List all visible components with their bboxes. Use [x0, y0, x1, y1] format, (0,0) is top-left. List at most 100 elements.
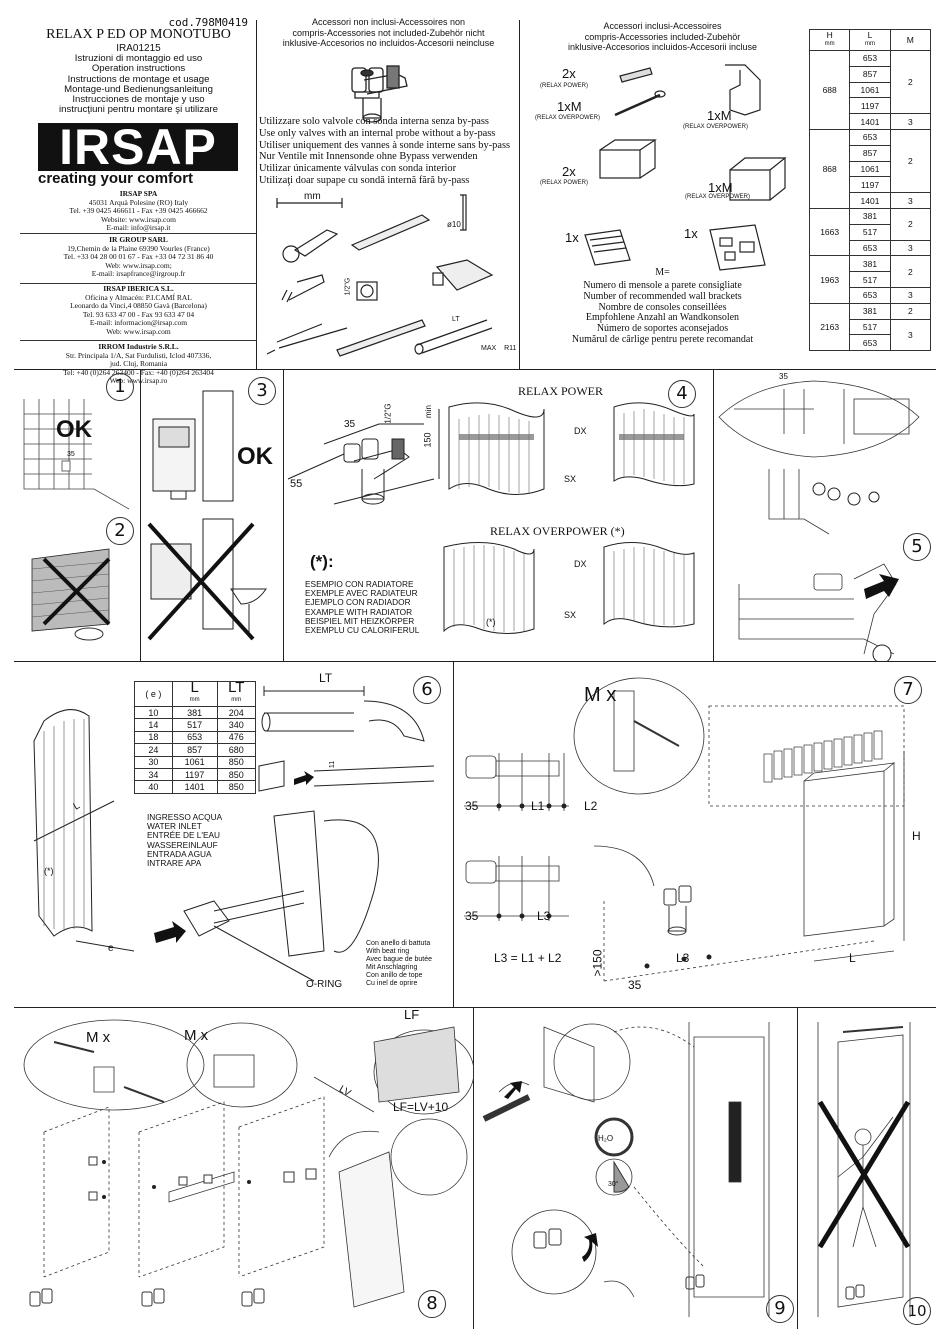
lt-dim: LT — [319, 671, 333, 685]
d35-a: 35 — [465, 799, 479, 813]
step-number-9: 9 — [766, 1295, 794, 1323]
l2-label: L2 — [584, 799, 598, 813]
mx-label-1: M x — [86, 1029, 111, 1046]
l3-label-2: L3 — [676, 951, 690, 965]
row-divider — [14, 661, 936, 662]
mx-label: M x — [584, 684, 617, 706]
step-1-2-panel: 1 2 OK 35 — [14, 369, 141, 661]
step-number-7: 7 — [894, 676, 922, 704]
document-code-2: IRA01215 — [116, 43, 161, 54]
item-qty-2: 1xM — [557, 99, 582, 114]
item-qty-7: 1x — [684, 226, 698, 241]
step-number-2: 2 — [106, 517, 134, 545]
step-number-3: 3 — [248, 377, 276, 405]
divider — [20, 283, 257, 284]
d35-b: 35 — [465, 909, 479, 923]
item-qty-5: 1xM — [708, 180, 733, 195]
header-panel: cod.798M0419 RELAX P ED OP MONOTUBO IRA0… — [20, 16, 257, 385]
dim-55: 55 — [290, 478, 303, 490]
radiator-example-list: ESEMPIO CON RADIATORE EXEMPLE AVEC RADIA… — [305, 579, 420, 636]
step-number-4: 4 — [668, 380, 696, 408]
company-iberica: IRSAP IBERICA S.L. Oficina y Almacén: P.… — [70, 284, 207, 336]
dx-label-2: DX — [574, 559, 587, 569]
item-note-1: (RELAX POWER) — [540, 83, 589, 89]
valve-notes: Utilizzare solo valvole con sonda intern… — [259, 116, 511, 186]
divider — [20, 233, 257, 234]
divider — [20, 340, 257, 341]
sx-label-2: SX — [564, 610, 577, 620]
instructions-list: Istruzioni di montaggio ed uso Operation… — [59, 53, 218, 116]
oring-label: O-RING — [306, 979, 343, 990]
water-inlet-list: INGRESSO ACQUA WATER INLET ENTRÉE DE L'E… — [147, 812, 223, 869]
l1-label: L1 — [531, 799, 545, 813]
included-heading: Accessori inclusi-Accessoires compris-Ac… — [567, 21, 758, 52]
step-9-drawing — [482, 1022, 770, 1317]
e-mark: e — [108, 943, 114, 954]
row-divider — [14, 1007, 936, 1008]
dx-label-1: DX — [574, 426, 587, 436]
step-number-1: 1 — [106, 373, 134, 401]
item-note-3: (RELAX OVERPOWER) — [683, 124, 749, 130]
company-irsap: IRSAP SPA 45031 Arquà Polesine (RO) Ital… — [69, 189, 208, 232]
step-5-drawing — [718, 380, 920, 661]
step-5-panel: 5 35 — [714, 369, 936, 661]
formula-label: L3 = L1 + L2 — [494, 951, 562, 965]
item-note-5: (RELAX OVERPOWER) — [685, 194, 751, 200]
accessories-included-panel: Accessori inclusi-Accessoires compris-Ac… — [520, 20, 805, 369]
step-1-ok: OK — [56, 416, 92, 443]
dim-150: 150 — [422, 432, 433, 448]
beat-ring-list: Con anello di battuta With beat ring Ave… — [366, 940, 433, 987]
step-3-panel: 3 OK — [141, 369, 284, 661]
slogan: creating your comfort — [38, 170, 194, 187]
step-7-panel: 7 — [454, 661, 936, 1007]
not-included-heading: Accessori non inclusi-Accessoires non co… — [282, 17, 495, 48]
irsap-logo: IRSAP — [38, 122, 238, 172]
item-note-2: (RELAX OVERPOWER) — [535, 115, 601, 121]
step-9-panel: 9 H₂O 30° — [474, 1007, 798, 1329]
tool-thread-label: 1/2"G — [344, 277, 352, 296]
h-label: H — [912, 829, 921, 843]
document-title: RELAX P ED OP MONOTUBO — [46, 27, 231, 42]
tool-lt-label: LT — [452, 316, 460, 323]
step-number-8: 8 — [418, 1290, 446, 1318]
step-1-dim: 35 — [67, 451, 75, 458]
step-10-panel: 10 — [798, 1007, 936, 1329]
step-3-drawing — [147, 390, 267, 641]
accessories-not-included-panel: Accessori non inclusi-Accessoires non co… — [257, 17, 520, 369]
item-note-4: (RELAX POWER) — [540, 180, 589, 186]
asterisk-heading: (*): — [310, 552, 334, 571]
step-1-2-drawing — [23, 399, 130, 641]
lf-label: LF — [404, 1007, 420, 1022]
step-8-panel: 8 — [14, 1007, 474, 1329]
step-5-dim: 35 — [779, 372, 788, 381]
tool-max-label: MAX R11 — [481, 345, 517, 352]
l-label: L — [849, 951, 856, 965]
gt150-label: >150 — [590, 949, 605, 977]
radiator-mark: (*) — [486, 617, 496, 627]
step-4-drawing — [287, 402, 695, 634]
item-qty-1: 2x — [562, 66, 576, 81]
step-8-drawing — [23, 1019, 474, 1308]
step-10-drawing — [817, 1022, 911, 1317]
m-label: M= — [655, 267, 670, 278]
tool-drill-label: ø10 — [447, 220, 461, 229]
mx-label-2: M x — [184, 1027, 209, 1044]
l3-label: L3 — [537, 909, 551, 923]
sx-label-1: SX — [564, 474, 577, 484]
step-number-5: 5 — [903, 533, 931, 561]
h2o-label: H₂O — [598, 1134, 614, 1143]
included-drawings — [584, 64, 787, 271]
step-number-6: 6 — [413, 676, 441, 704]
d35-c: 35 — [628, 978, 642, 992]
step-6-drawing — [33, 686, 435, 982]
dim-11: 11 — [329, 760, 337, 769]
tool-dim-mm: mm — [304, 191, 321, 202]
item-qty-4: 2x — [562, 164, 576, 179]
relax-overpower-label: RELAX OVERPOWER (*) — [490, 524, 625, 538]
company-irgroup: IR GROUP SARL 19,Chemin de la Plaine 693… — [63, 235, 214, 278]
dim-min: min — [423, 405, 433, 418]
dim-35: 35 — [344, 419, 356, 430]
m-explanation: Numero di mensole a parete consigliate N… — [571, 280, 754, 345]
